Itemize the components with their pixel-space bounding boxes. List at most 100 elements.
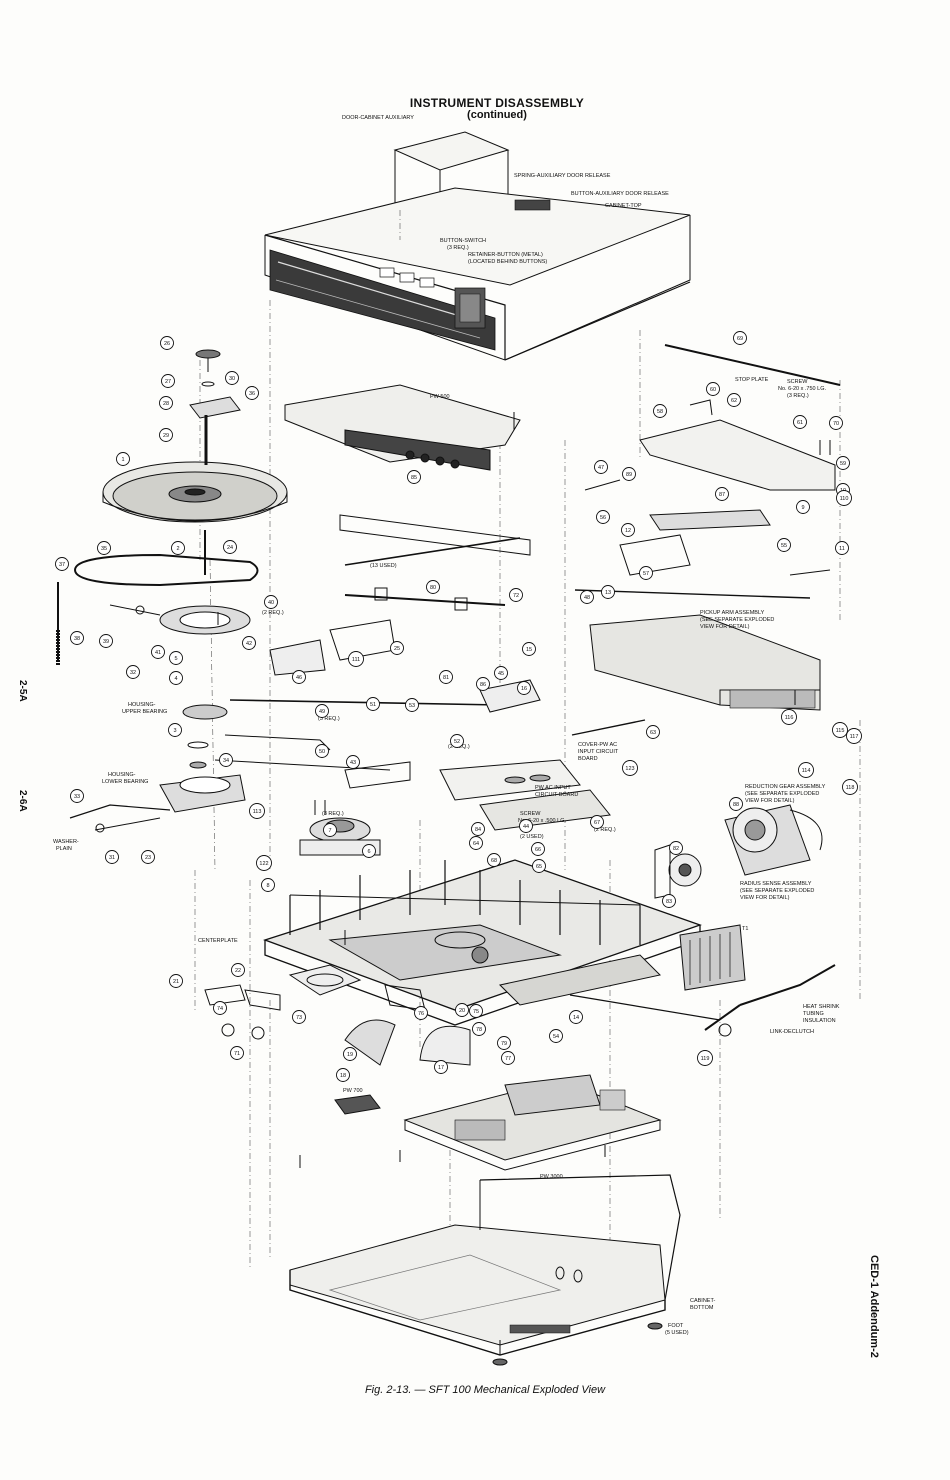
callout-circle — [171, 541, 185, 555]
callout-36: 36 — [245, 386, 259, 400]
label-retainer-button: RETAINER-BUTTON (METAL) — [468, 252, 543, 258]
callout-number: 21 — [173, 979, 179, 985]
label-cabinet-bottom-2: BOTTOM — [690, 1305, 714, 1311]
callout-circle — [836, 456, 850, 470]
callout-64: 64 — [469, 836, 483, 850]
callout-number: 116 — [785, 715, 794, 721]
callout-110: 110 — [836, 490, 852, 506]
callout-number: 8 — [266, 883, 269, 889]
callout-34: 34 — [219, 753, 233, 767]
callout-number: 24 — [227, 545, 233, 551]
label-button-aux-door-release: BUTTON-AUXILIARY DOOR RELEASE — [571, 191, 669, 197]
callout-circle — [323, 823, 337, 837]
callout-number: 53 — [409, 703, 415, 709]
callout-circle — [141, 850, 155, 864]
arm-rails-part — [574, 479, 831, 599]
callout-number: 23 — [145, 855, 151, 861]
callout-circle — [126, 665, 140, 679]
callout-number: 33 — [74, 794, 80, 800]
callout-circle — [261, 878, 275, 892]
callout-circle — [793, 415, 807, 429]
screws-part — [217, 440, 831, 1168]
label-centerplate: CENTERPLATE — [198, 938, 238, 944]
label-washer-plain-2: PLAIN — [56, 846, 72, 852]
transformer-t1-part — [679, 924, 746, 991]
label-housing-lower-2: LOWER BEARING — [102, 779, 148, 785]
callout-circle — [471, 822, 485, 836]
callout-number: 83 — [666, 899, 672, 905]
callout-circle — [336, 1068, 350, 1082]
callout-62: 62 — [727, 393, 741, 407]
pw-ac-input-board-part — [439, 759, 611, 831]
callout-circle — [842, 779, 858, 795]
callout-number: 70 — [833, 421, 839, 427]
callout-number: 79 — [501, 1041, 507, 1047]
turntable-platter-part — [102, 461, 288, 523]
label-pw3000: PW 3000 — [540, 1174, 563, 1180]
callout-32: 32 — [126, 665, 140, 679]
callout-number: 110 — [840, 496, 849, 502]
callout-23: 23 — [141, 850, 155, 864]
diagram-subtitle: (continued) — [467, 109, 527, 121]
callout-number: 80 — [430, 585, 436, 591]
label-cabinet-top: CABINET-TOP — [605, 203, 642, 209]
callout-circle — [168, 723, 182, 737]
callout-33: 33 — [70, 789, 84, 803]
label-foot: FOOT — [668, 1323, 684, 1329]
label-qty-2-req-40: (2 REQ.) — [262, 610, 284, 616]
callout-number: 123 — [625, 766, 634, 772]
callout-9: 9 — [796, 500, 810, 514]
stop-plate-part — [639, 344, 841, 491]
callout-number: 16 — [521, 686, 527, 692]
callout-84: 84 — [471, 822, 485, 836]
label-pw700: PW 700 — [343, 1088, 363, 1094]
callout-71: 71 — [230, 1046, 244, 1060]
callout-38: 38 — [70, 631, 84, 645]
callout-26: 26 — [160, 336, 174, 350]
callout-115: 115 — [832, 722, 848, 738]
callout-17: 17 — [434, 1060, 448, 1074]
callout-72: 72 — [509, 588, 523, 602]
callout-circle — [662, 894, 676, 908]
callout-number: 68 — [491, 858, 497, 864]
callout-number: 7 — [328, 828, 331, 834]
callout-7: 7 — [323, 823, 337, 837]
centerplate-part — [263, 859, 702, 1026]
cabinet-bottom-part — [289, 1174, 681, 1366]
callout-number: 85 — [411, 475, 417, 481]
callout-number: 72 — [513, 593, 519, 599]
callout-number: 122 — [259, 861, 268, 867]
callout-number: 40 — [268, 600, 274, 606]
callout-37: 37 — [55, 557, 69, 571]
rods-part — [339, 514, 646, 736]
sector-gear-part — [344, 1019, 471, 1066]
callout-number: 57 — [643, 571, 649, 577]
callout-4: 4 — [169, 671, 183, 685]
callout-number: 20 — [459, 1008, 465, 1014]
callout-40: 40 — [264, 595, 278, 609]
callout-number: 35 — [101, 546, 107, 552]
callout-number: 22 — [235, 968, 241, 974]
label-pickup-arm-note-2: VIEW FOR DETAIL) — [700, 624, 750, 630]
callout-circle — [249, 803, 265, 819]
callout-15: 15 — [522, 642, 536, 656]
callout-44: 44 — [519, 819, 533, 833]
label-screw-b: SCREW — [520, 811, 541, 817]
callout-circle — [733, 331, 747, 345]
callout-circle — [497, 1036, 511, 1050]
callout-circle — [621, 523, 635, 537]
callout-circle — [455, 1003, 469, 1017]
callout-56: 56 — [596, 510, 610, 524]
callout-119: 119 — [697, 1050, 713, 1066]
callout-number: 73 — [296, 1015, 302, 1021]
label-reduction-gear-3: VIEW FOR DETAIL) — [745, 798, 795, 804]
callout-number: 55 — [781, 543, 787, 549]
callout-circle — [223, 540, 237, 554]
callout-25: 25 — [390, 641, 404, 655]
label-retainer-button-location: (LOCATED BEHIND BUTTONS) — [468, 259, 547, 265]
callout-circle — [594, 460, 608, 474]
callout-circle — [832, 722, 848, 738]
callout-number: 43 — [350, 760, 356, 766]
callout-number: 2 — [176, 546, 179, 552]
callout-80: 80 — [426, 580, 440, 594]
